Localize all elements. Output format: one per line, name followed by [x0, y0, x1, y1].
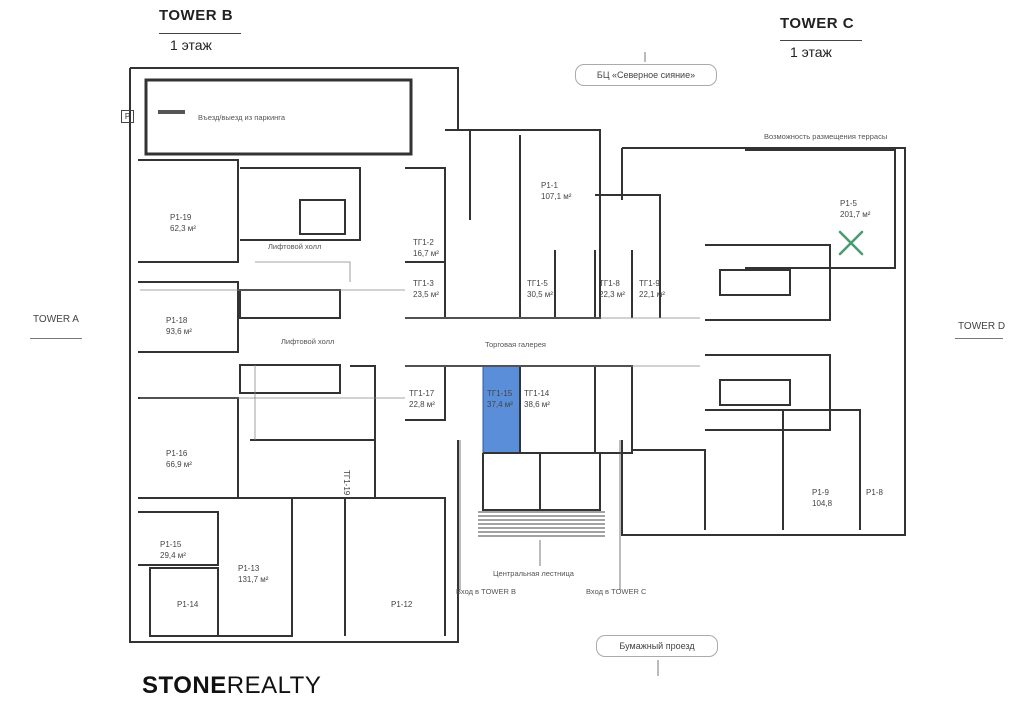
- unit-p1-14[interactable]: P1-14: [177, 600, 199, 609]
- terrace-label: Возможность размещения террасы: [764, 132, 888, 141]
- parking-label: Въезд/выезд из паркинга: [198, 113, 286, 122]
- tower-d-arrow: [955, 338, 1003, 339]
- tower-d-label: TOWER D: [958, 321, 1006, 332]
- elevator-hall-upper: Лифтовой холл: [268, 242, 322, 251]
- unit-tg1-19[interactable]: ТГ1-19: [342, 470, 351, 496]
- paper-passage-label: Бумажный проезд: [596, 635, 718, 657]
- unit-p1-8[interactable]: P1-8: [866, 488, 883, 497]
- tower-b-floor: 1 этаж: [170, 37, 212, 53]
- highlighted-unit-shape[interactable]: [482, 365, 521, 454]
- central-stairs-label: Центральная лестница: [493, 569, 574, 578]
- entrance-c-label: Вход в TOWER C: [586, 587, 647, 596]
- tower-c-floor: 1 этаж: [790, 44, 832, 60]
- brand-bold: STONE: [142, 672, 227, 699]
- tower-c-underline: [780, 40, 862, 41]
- elevator-hall-lower: Лифтовой холл: [281, 337, 335, 346]
- business-center-label: БЦ «Северное сияние»: [575, 64, 717, 86]
- tower-b-title: TOWER B: [159, 7, 234, 24]
- parking-icon: P: [121, 110, 134, 123]
- unit-p1-12[interactable]: P1-12: [391, 600, 413, 609]
- tower-a-arrow: [30, 338, 82, 339]
- entrance-b-label: Вход в TOWER B: [456, 587, 516, 596]
- tower-b-underline: [159, 33, 241, 34]
- tower-c-title: TOWER C: [780, 15, 855, 32]
- tower-a-label: TOWER A: [33, 314, 79, 325]
- gallery-label: Торговая галерея: [485, 340, 546, 349]
- brand-logo: STONEREALTY: [142, 672, 321, 700]
- brand-regular: REALTY: [226, 672, 322, 699]
